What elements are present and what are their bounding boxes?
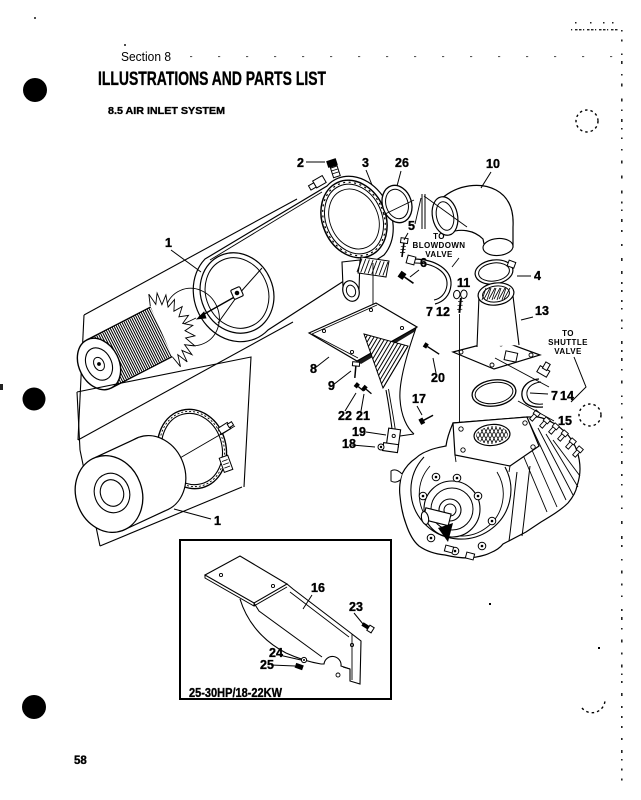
svg-text:10: 10: [486, 157, 500, 171]
svg-text:1: 1: [165, 236, 172, 250]
svg-text:VALVE: VALVE: [554, 347, 582, 356]
svg-text:7: 7: [426, 305, 433, 319]
svg-text:14: 14: [560, 389, 574, 403]
svg-text:SHUTTLE: SHUTTLE: [548, 338, 588, 347]
svg-text:BLOWDOWN: BLOWDOWN: [413, 241, 466, 250]
svg-text:22: 22: [338, 409, 352, 423]
svg-text:1: 1: [214, 514, 221, 528]
svg-text:6: 6: [420, 256, 427, 270]
svg-text:TO: TO: [562, 329, 574, 338]
svg-text:24: 24: [269, 646, 283, 660]
svg-text:25-30HP/18-22KW: 25-30HP/18-22KW: [189, 685, 283, 700]
svg-text:8.5 AIR INLET SYSTEM: 8.5 AIR INLET SYSTEM: [108, 105, 225, 117]
svg-text:9: 9: [328, 379, 335, 393]
svg-text:TO: TO: [433, 232, 445, 241]
svg-text:13: 13: [535, 304, 549, 318]
svg-text:19: 19: [352, 425, 366, 439]
svg-text:11: 11: [457, 276, 470, 290]
svg-text:17: 17: [412, 392, 426, 406]
svg-text:26: 26: [395, 156, 409, 170]
svg-text:58: 58: [74, 755, 87, 767]
svg-text:18: 18: [342, 437, 356, 451]
svg-text:3: 3: [362, 156, 369, 170]
svg-text:2: 2: [297, 156, 304, 170]
svg-text:ILLUSTRATIONS AND PARTS LIST: ILLUSTRATIONS AND PARTS LIST: [98, 69, 326, 90]
svg-text:Section 8: Section 8: [121, 50, 171, 64]
svg-text:4: 4: [534, 269, 541, 283]
svg-text:7: 7: [551, 389, 558, 403]
svg-text:23: 23: [349, 600, 363, 614]
svg-text:5: 5: [408, 219, 415, 233]
svg-text:12: 12: [436, 305, 450, 319]
svg-text:25: 25: [260, 658, 274, 672]
svg-text:VALVE: VALVE: [425, 250, 453, 259]
svg-text:16: 16: [311, 581, 325, 595]
svg-text:8: 8: [310, 362, 317, 376]
svg-text:15: 15: [558, 414, 572, 428]
svg-text:20: 20: [431, 371, 445, 385]
svg-text:21: 21: [356, 409, 370, 423]
